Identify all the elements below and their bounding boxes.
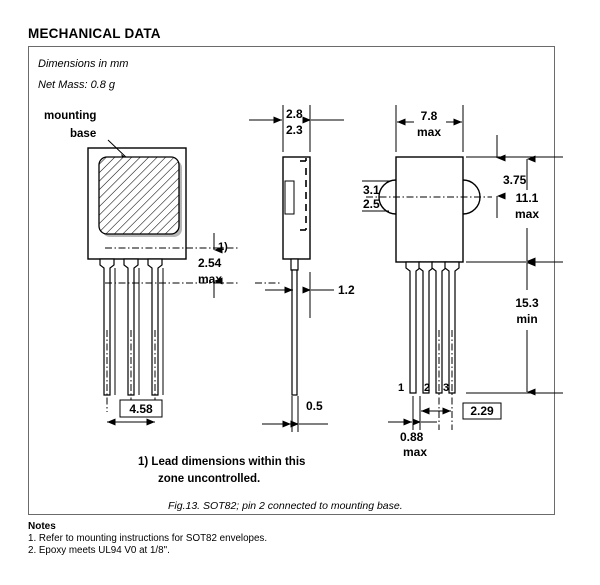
lead-zone-note-line1: 1) Lead dimensions within this — [138, 456, 306, 468]
note-item-2: 2. Epoxy meets UL94 V0 at 1/8". — [28, 544, 170, 556]
page-title: MECHANICAL DATA — [28, 26, 161, 41]
note-item-1: 1. Refer to mounting instructions for SO… — [28, 532, 268, 544]
drawing-frame — [28, 46, 555, 515]
mounting-base-label-line2: base — [70, 128, 97, 140]
notes-block: Notes 1. Refer to mounting instructions … — [28, 521, 267, 556]
dimensions-unit-note: Dimensions in mm — [38, 58, 129, 70]
lead-zone-note-line2: zone uncontrolled. — [158, 473, 261, 485]
figure-caption: Fig.13. SOT82; pin 2 connected to mounti… — [168, 500, 403, 512]
net-mass-note: Net Mass: 0.8 g — [38, 79, 116, 91]
mounting-base-label-line1: mounting — [44, 110, 97, 122]
notes-heading: Notes — [28, 521, 56, 532]
